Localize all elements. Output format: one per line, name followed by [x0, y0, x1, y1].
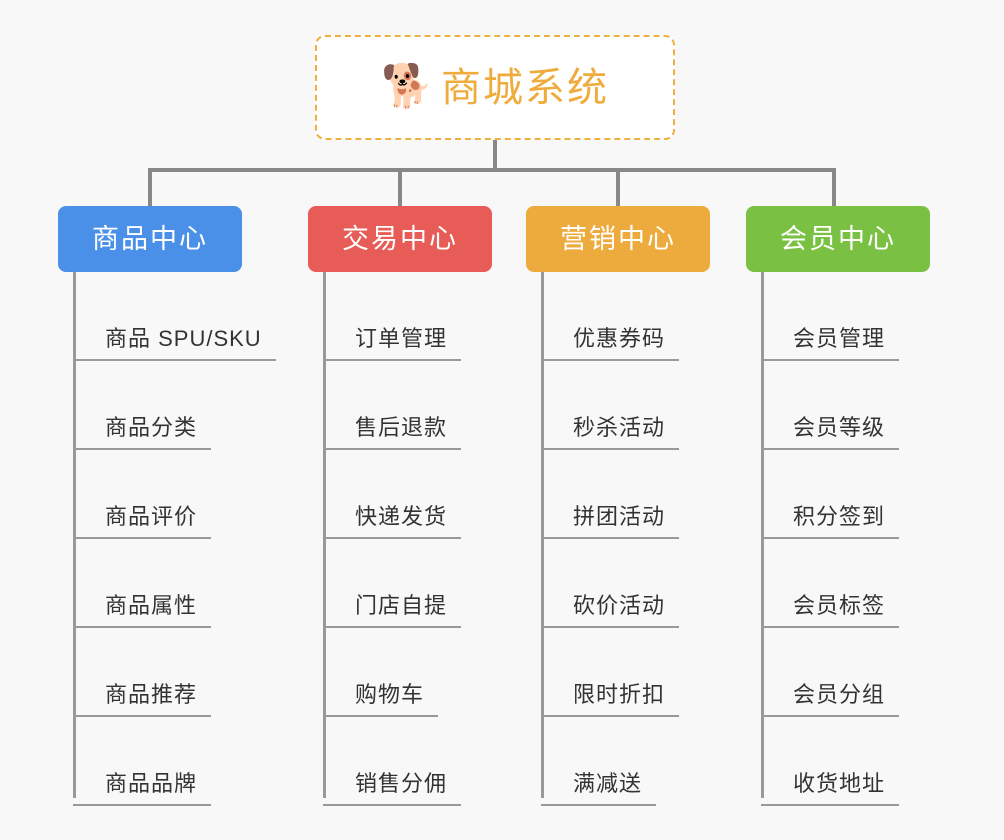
leaf-underline: [761, 804, 900, 806]
branch-header-营销中心[interactable]: 营销中心: [526, 206, 710, 272]
shiba-dog-face-icon: 🐕: [381, 61, 434, 109]
leaf-label: 满减送: [573, 771, 643, 796]
leaf-label: 销售分佣: [355, 771, 448, 796]
leaf-label: 商品属性: [105, 593, 198, 618]
list-item[interactable]: 会员等级: [761, 361, 900, 450]
leaf-label: 积分签到: [793, 504, 886, 529]
branch-header-label: 交易中心: [342, 223, 458, 254]
leaf-underline: [541, 537, 680, 539]
list-item[interactable]: 商品推荐: [73, 628, 212, 717]
branch-header-交易中心[interactable]: 交易中心: [308, 206, 492, 272]
leaf-label: 购物车: [355, 682, 425, 707]
leaf-underline: [541, 715, 680, 717]
leaf-underline: [73, 448, 212, 450]
leaf-trunk-line: [323, 272, 326, 798]
list-item[interactable]: 商品评价: [73, 450, 212, 539]
leaf-underline: [73, 537, 212, 539]
leaf-underline: [541, 359, 680, 361]
leaf-label: 优惠券码: [573, 326, 666, 351]
leaf-label: 商品 SPU/SKU: [105, 326, 262, 351]
list-item[interactable]: 拼团活动: [541, 450, 680, 539]
leaf-underline: [323, 804, 462, 806]
leaf-label: 限时折扣: [573, 682, 666, 707]
list-item[interactable]: 售后退款: [323, 361, 462, 450]
branch-header-label: 商品中心: [92, 223, 208, 254]
leaf-label: 商品品牌: [105, 771, 198, 796]
leaf-label: 商品分类: [105, 415, 198, 440]
leaf-label: 会员管理: [793, 326, 886, 351]
leaf-underline: [541, 626, 680, 628]
list-item[interactable]: 商品属性: [73, 539, 212, 628]
list-item[interactable]: 商品分类: [73, 361, 212, 450]
leaf-underline: [323, 359, 462, 361]
leaf-underline: [761, 715, 900, 717]
leaf-underline: [761, 626, 900, 628]
leaf-underline: [761, 448, 900, 450]
list-item[interactable]: 商品品牌: [73, 717, 212, 806]
leaf-underline: [73, 359, 276, 361]
leaf-trunk-line: [761, 272, 764, 798]
leaf-underline: [73, 804, 212, 806]
leaf-label: 快递发货: [355, 504, 448, 529]
list-item[interactable]: 快递发货: [323, 450, 462, 539]
list-item[interactable]: 会员标签: [761, 539, 900, 628]
leaf-underline: [323, 626, 462, 628]
connector-horizontal-bus: [148, 168, 836, 172]
leaf-underline: [73, 715, 212, 717]
list-item[interactable]: 订单管理: [323, 272, 462, 361]
leaf-label: 收货地址: [793, 771, 886, 796]
root-node[interactable]: 🐕 商城系统: [315, 35, 675, 140]
connector-root-stem: [493, 140, 497, 171]
list-item[interactable]: 砍价活动: [541, 539, 680, 628]
connector-drop-2: [398, 168, 402, 208]
branch-header-label: 会员中心: [780, 223, 896, 254]
list-item[interactable]: 购物车: [323, 628, 439, 717]
list-item[interactable]: 积分签到: [761, 450, 900, 539]
branch-header-商品中心[interactable]: 商品中心: [58, 206, 242, 272]
list-item[interactable]: 会员管理: [761, 272, 900, 361]
leaf-label: 会员分组: [793, 682, 886, 707]
leaf-underline: [323, 537, 462, 539]
leaf-label: 订单管理: [355, 326, 448, 351]
list-item[interactable]: 满减送: [541, 717, 657, 806]
leaf-label: 砍价活动: [573, 593, 666, 618]
branch-header-label: 营销中心: [560, 223, 676, 254]
connector-drop-4: [832, 168, 836, 208]
leaf-label: 商品评价: [105, 504, 198, 529]
leaf-label: 拼团活动: [573, 504, 666, 529]
list-item[interactable]: 收货地址: [761, 717, 900, 806]
connector-drop-1: [148, 168, 152, 208]
connector-drop-3: [616, 168, 620, 208]
leaf-trunk-line: [73, 272, 76, 798]
leaf-trunk-line: [541, 272, 544, 798]
leaf-underline: [541, 804, 657, 806]
list-item[interactable]: 限时折扣: [541, 628, 680, 717]
list-item[interactable]: 秒杀活动: [541, 361, 680, 450]
list-item[interactable]: 会员分组: [761, 628, 900, 717]
list-item[interactable]: 优惠券码: [541, 272, 680, 361]
leaf-label: 会员标签: [793, 593, 886, 618]
leaf-label: 秒杀活动: [573, 415, 666, 440]
leaf-underline: [323, 715, 439, 717]
leaf-label: 会员等级: [793, 415, 886, 440]
list-item[interactable]: 门店自提: [323, 539, 462, 628]
list-item[interactable]: 销售分佣: [323, 717, 462, 806]
branch-header-会员中心[interactable]: 会员中心: [746, 206, 930, 272]
leaf-underline: [761, 537, 900, 539]
list-item[interactable]: 商品 SPU/SKU: [73, 272, 276, 361]
leaf-underline: [323, 448, 462, 450]
leaf-underline: [73, 626, 212, 628]
root-title: 商城系统: [441, 65, 609, 110]
leaf-label: 门店自提: [355, 593, 448, 618]
leaf-label: 商品推荐: [105, 682, 198, 707]
leaf-underline: [541, 448, 680, 450]
leaf-label: 售后退款: [355, 415, 448, 440]
leaf-underline: [761, 359, 900, 361]
